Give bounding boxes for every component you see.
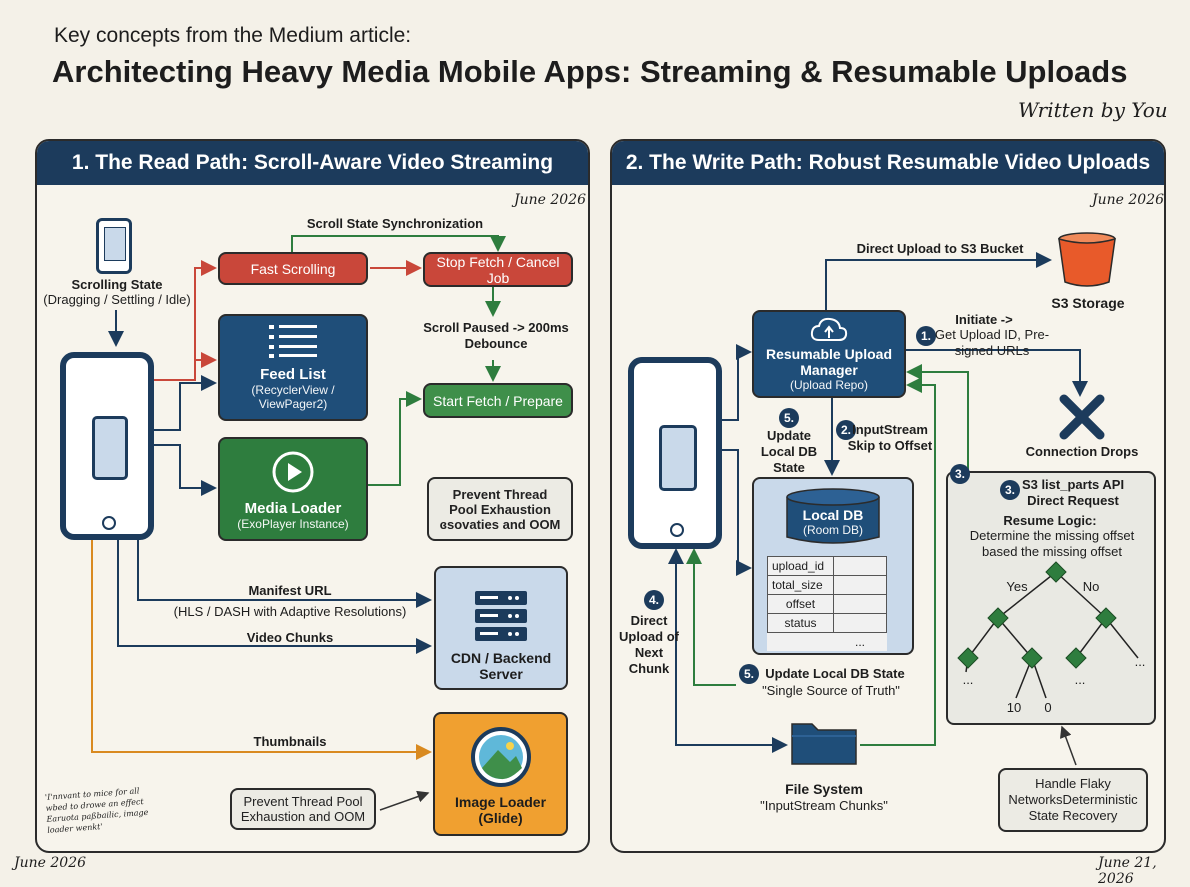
byline: Written by You bbox=[1018, 98, 1168, 122]
fast-scrolling-node: Fast Scrolling bbox=[218, 252, 368, 285]
leaf-0: 0 bbox=[1044, 700, 1052, 715]
step-5a-badge: 5. bbox=[779, 408, 799, 428]
image-icon bbox=[470, 727, 531, 787]
media-loader-sub: (ExoPlayer Instance) bbox=[237, 517, 349, 531]
leaf-dots: ... bbox=[962, 672, 974, 687]
file-system-title: File System bbox=[785, 781, 863, 797]
upload-manager-node: Resumable Upload Manager (Upload Repo) bbox=[752, 310, 906, 398]
connection-drops-label: Connection Drops bbox=[1025, 444, 1139, 459]
list-parts-title: S3 list_parts API Direct Request bbox=[1021, 477, 1125, 508]
step-3-badge: 3. bbox=[950, 464, 970, 484]
media-loader-node: Media Loader (ExoPlayer Instance) bbox=[218, 437, 368, 541]
footer-right-date: June 21, 2026 bbox=[1098, 855, 1157, 887]
chunks-label: Video Chunks bbox=[246, 630, 334, 645]
panel2-date: June 2026 bbox=[1092, 192, 1165, 208]
phone-icon bbox=[628, 357, 722, 549]
upload-manager-sub: (Upload Repo) bbox=[789, 378, 869, 392]
page-title: Architecting Heavy Media Mobile Apps: St… bbox=[52, 54, 1128, 89]
resume-logic-box bbox=[946, 471, 1156, 725]
debounce-label-2: Debounce bbox=[464, 336, 528, 351]
input-skip-label: InputStream Skip to Offset bbox=[847, 422, 933, 453]
leaf-dots: ... bbox=[1074, 672, 1086, 687]
list-icon bbox=[269, 325, 317, 358]
step-4-badge: 4. bbox=[644, 590, 664, 610]
feed-list-title: Feed List bbox=[260, 366, 326, 383]
cdn-node: CDN / Backend Server bbox=[434, 566, 568, 690]
table-row: upload_id bbox=[767, 556, 887, 576]
step-3b-badge: 3. bbox=[1000, 480, 1020, 500]
step-5b-badge: 5. bbox=[739, 664, 759, 684]
table-cell: offset bbox=[767, 594, 834, 614]
sst-sub: "Single Source of Truth" bbox=[762, 683, 900, 698]
table-row: ... bbox=[768, 633, 887, 652]
s3-storage-label: S3 Storage bbox=[1051, 295, 1125, 311]
table-cell: total_size bbox=[767, 575, 834, 595]
close-icon bbox=[1059, 394, 1105, 440]
local-db-sub: (Room DB) bbox=[802, 523, 863, 537]
initiate-sub: Get Upload ID, Pre-signed URLs bbox=[934, 327, 1050, 358]
bucket-icon bbox=[1058, 232, 1116, 287]
manifest-sub: (HLS / DASH with Adaptive Resolutions) bbox=[173, 604, 407, 619]
sync-label: Scroll State Synchronization bbox=[306, 216, 484, 231]
manifest-label: Manifest URL bbox=[248, 583, 332, 598]
panel1-date: June 2026 bbox=[514, 192, 587, 208]
cdn-title: CDN / Backend Server bbox=[450, 650, 552, 682]
prevent-bottom-note: Prevent Thread Pool Exhaustion and OOM bbox=[230, 788, 376, 830]
header-kicker: Key concepts from the Medium article: bbox=[54, 24, 412, 47]
direct-chunk-label: Direct Upload of Next Chunk bbox=[619, 613, 679, 676]
table-cell: status bbox=[767, 613, 834, 633]
play-icon bbox=[272, 451, 314, 493]
step-2-badge: 2. bbox=[836, 420, 856, 440]
local-db-title: Local DB bbox=[802, 507, 864, 523]
table-cell: ... bbox=[854, 635, 865, 649]
table-row: total_size bbox=[767, 575, 887, 595]
debounce-label-1: Scroll Paused -> 200ms bbox=[423, 320, 569, 335]
phone-icon bbox=[60, 352, 154, 540]
stop-fetch-node: Stop Fetch / Cancel Job bbox=[423, 252, 573, 287]
leaf-dots: ... bbox=[1134, 654, 1146, 669]
initiate-title: Initiate -> bbox=[955, 312, 1013, 327]
flaky-note: Handle Flaky NetworksDeterministic State… bbox=[998, 768, 1148, 832]
server-icon bbox=[475, 591, 527, 641]
step-1-badge: 1. bbox=[916, 326, 936, 346]
scribble-note: 'I'nnvant to mice for all wbed to drowe … bbox=[44, 786, 149, 835]
database-icon bbox=[786, 488, 880, 544]
prevent-top-note: Prevent Thread Pool Exhaustion ɞsovaties… bbox=[427, 477, 573, 541]
table-row: status bbox=[767, 613, 887, 633]
cloud-upload-icon bbox=[810, 317, 848, 341]
media-loader-title: Media Loader bbox=[244, 500, 342, 517]
decision-tree bbox=[957, 561, 1139, 699]
table-row: offset bbox=[767, 594, 887, 614]
feed-list-node: Feed List (RecyclerView / ViewPager2) bbox=[218, 314, 368, 421]
update-local-label: Update Local DB State bbox=[760, 428, 818, 475]
start-fetch-node: Start Fetch / Prepare bbox=[423, 383, 573, 418]
folder-icon bbox=[791, 723, 857, 765]
leaf-10: 10 bbox=[1006, 700, 1022, 715]
direct-upload-label: Direct Upload to S3 Bucket bbox=[856, 241, 1024, 256]
image-loader-node: Image Loader (Glide) bbox=[433, 712, 568, 836]
write-path-heading: 2. The Write Path: Robust Resumable Vide… bbox=[612, 141, 1164, 185]
db-schema-table: upload_id total_size offset status ... bbox=[767, 556, 887, 651]
file-system-sub: "InputStream Chunks" bbox=[760, 798, 888, 813]
yes-label: Yes bbox=[1006, 579, 1028, 594]
upload-manager-title: Resumable Upload Manager bbox=[765, 346, 893, 378]
small-phone-icon bbox=[96, 218, 132, 274]
image-loader-title: Image Loader (Glide) bbox=[454, 794, 547, 826]
resume-logic-desc: Determine the missing offset based the m… bbox=[969, 528, 1135, 559]
footer-left-date: June 2026 bbox=[14, 855, 87, 871]
scrolling-state-sub: (Dragging / Settling / Idle) bbox=[43, 292, 191, 307]
read-path-heading: 1. The Read Path: Scroll-Aware Video Str… bbox=[37, 141, 588, 185]
feed-list-sub: (RecyclerView / ViewPager2) bbox=[251, 383, 335, 411]
thumbnails-label: Thumbnails bbox=[253, 734, 327, 749]
table-cell: upload_id bbox=[767, 556, 834, 576]
scrolling-state-title: Scrolling State bbox=[71, 277, 163, 292]
no-label: No bbox=[1082, 579, 1100, 594]
sst-title: Update Local DB State bbox=[765, 666, 905, 681]
resume-logic-title: Resume Logic: bbox=[1003, 513, 1097, 528]
